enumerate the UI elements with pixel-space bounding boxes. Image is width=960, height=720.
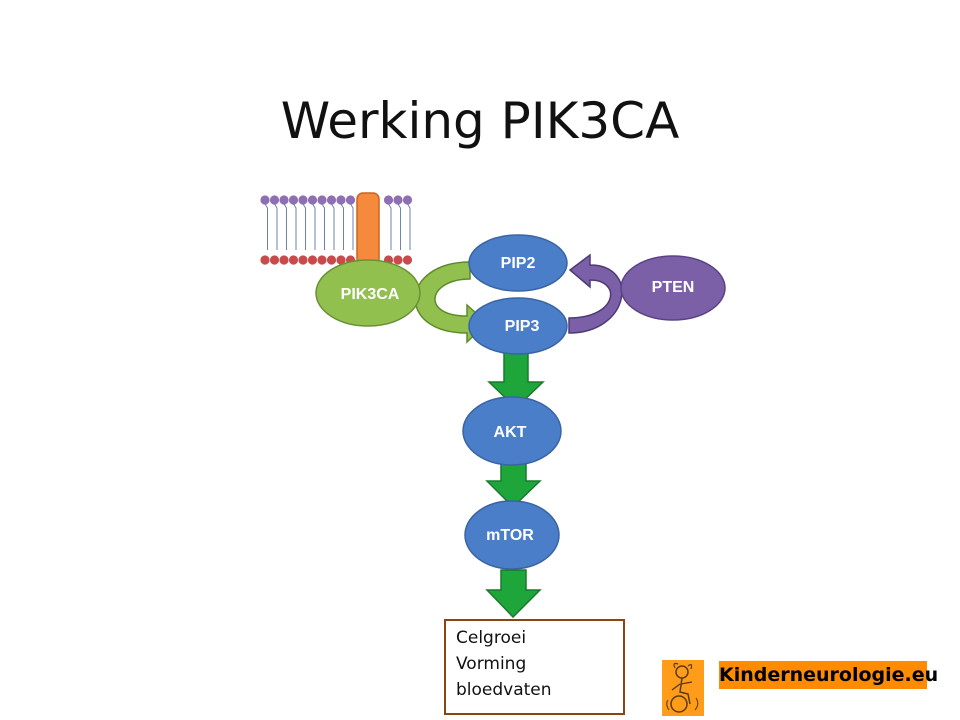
akt-node bbox=[462, 396, 562, 466]
flow-arrow-mtor-outcome bbox=[485, 569, 542, 619]
pip3-node bbox=[468, 297, 568, 355]
pten-label: PTEN bbox=[652, 279, 695, 296]
pik3ca-label: PIK3CA bbox=[341, 286, 400, 303]
kinderneurologie-logo-icon bbox=[662, 660, 704, 716]
cell-membrane-icon bbox=[260, 192, 413, 266]
akt-label: AKT bbox=[494, 424, 527, 441]
pip2-node bbox=[468, 234, 568, 292]
outcome-line: Celgroei bbox=[456, 628, 527, 648]
mtor-label: mTOR bbox=[486, 527, 534, 544]
brand-label: Kinderneurologie.eu bbox=[719, 661, 938, 689]
pip3-label: PIP3 bbox=[505, 318, 540, 335]
pten-node bbox=[620, 255, 726, 321]
outcome-line: bloedvaten bbox=[456, 680, 552, 700]
membrane-channel bbox=[356, 192, 380, 266]
pten-reversal-arrow bbox=[568, 253, 623, 334]
outcome-line: Vorming bbox=[456, 654, 527, 674]
mtor-node bbox=[464, 500, 560, 570]
pip2-label: PIP2 bbox=[501, 255, 536, 272]
flow-arrow-pip3-akt bbox=[487, 352, 545, 410]
pik3ca-node bbox=[315, 259, 421, 327]
outcome-box: Celgroei Vorming bloedvaten bbox=[444, 619, 625, 715]
page-title: Werking PIK3CA bbox=[280, 91, 680, 150]
